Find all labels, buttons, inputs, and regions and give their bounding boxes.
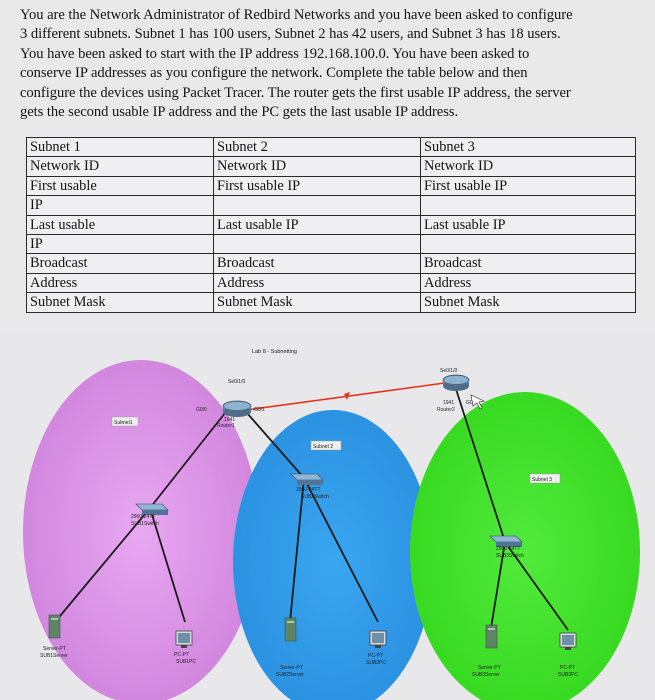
question-line: 3 different subnets. Subnet 1 has 100 us…	[20, 26, 561, 43]
subnet3-switch[interactable]	[489, 535, 523, 547]
question-text: You are the Network Administrator of Red…	[20, 6, 646, 122]
table-cell: Subnet Mask	[213, 292, 421, 313]
subnet2-switch-model: 2960-24TT	[296, 487, 320, 493]
table-cell: Address	[26, 272, 214, 294]
subnet3-server[interactable]	[485, 624, 498, 649]
subnet1-switch-model: 2960-24TT	[131, 514, 155, 520]
table-cell: Subnet 2	[213, 136, 421, 158]
table-cell: Subnet 3	[420, 136, 636, 158]
question-line: conserve IP addresses as you configure t…	[20, 65, 528, 82]
subnet2-server-model: Server-PT	[280, 665, 303, 671]
table-row: Address Address Address	[26, 272, 636, 294]
subnet1-pc[interactable]	[175, 630, 193, 648]
subnet1-switch-name: SUB1Switch	[131, 521, 159, 527]
table-cell: IP	[26, 234, 214, 255]
subnet3-area	[410, 392, 640, 700]
table-cell	[420, 195, 636, 216]
question-line: You have been asked to start with the IP…	[20, 45, 530, 62]
router2[interactable]	[442, 374, 470, 391]
subnet2-pc[interactable]	[369, 630, 387, 648]
table-cell: Network ID	[420, 156, 636, 177]
subnet2-label: Subnet 2	[313, 444, 333, 450]
table-cell: Subnet Mask	[26, 292, 214, 313]
subnet-table: Subnet 1 Subnet 2 Subnet 3 Network ID Ne…	[26, 136, 636, 313]
diagram-title: Lab 8 - Subnetting	[252, 349, 297, 355]
table-cell: Broadcast	[26, 253, 214, 274]
subnet1-server-model: Server-PT	[43, 646, 66, 652]
subnet3-pc[interactable]	[559, 632, 577, 650]
subnet2-server[interactable]	[284, 617, 297, 642]
subnet2-server-name: SUB2Server	[276, 672, 304, 678]
table-cell	[213, 195, 421, 216]
table-cell: Broadcast	[420, 253, 636, 274]
topology-canvas: Lab 8 - Subnetting Se0/1/0 G0/0 1941 Rou…	[23, 349, 640, 700]
subnet1-label: Subnet1	[114, 420, 133, 426]
table-cell	[213, 234, 421, 255]
subnet1-server-name: SUB1Server	[40, 653, 68, 659]
serial-marker	[344, 392, 350, 400]
table-cell: Last usable IP	[420, 214, 636, 236]
mouse-cursor-icon	[470, 394, 485, 410]
subnet1-switch[interactable]	[135, 503, 169, 515]
table-cell: IP	[26, 195, 214, 216]
subnet3-switch-model: 2960-24TT	[496, 546, 520, 552]
table-cell: Address	[420, 272, 636, 294]
subnet1-pc-model: PC-PT	[174, 652, 189, 658]
router1[interactable]	[222, 400, 252, 417]
subnet3-server-name: SUB3Server	[472, 672, 500, 678]
subnet1-server[interactable]	[48, 614, 61, 639]
subnet3-label: Subnet 3	[532, 477, 552, 483]
network-topology: Lab 8 - Subnetting Se0/1/0 G0/0 1941 Rou…	[0, 330, 655, 700]
table-cell: Last usable IP	[213, 214, 421, 236]
subnet2-pc-name: SUB2PC	[366, 660, 386, 666]
table-row: Subnet 1 Subnet 2 Subnet 3	[26, 136, 636, 158]
table-row: Last usable Last usable IP Last usable I…	[26, 214, 636, 236]
table-row: Broadcast Broadcast Broadcast	[26, 253, 636, 274]
table-cell: Network ID	[26, 156, 214, 177]
serial-link	[245, 381, 453, 411]
table-cell: First usable	[26, 175, 214, 197]
table-cell	[420, 234, 636, 255]
router1-port-right-label: G0/1	[254, 407, 265, 413]
subnet1-pc-name: SUB1PC	[176, 659, 196, 665]
table-cell: Address	[213, 272, 421, 294]
table-cell: Broadcast	[213, 253, 421, 274]
router1-model-label: 1941	[224, 417, 235, 423]
subnet3-switch-name: SUB3Switch	[496, 553, 524, 559]
table-row: First usable First usable IP First usabl…	[26, 175, 636, 197]
router1-port-left-label: G0/0	[196, 407, 207, 413]
table-cell: Subnet 1	[26, 136, 214, 158]
question-line: gets the second usable IP address and th…	[20, 104, 459, 121]
router2-port-label: G0/0	[466, 400, 477, 406]
table-cell: Last usable	[26, 214, 214, 236]
subnet3-pc-name: SUB3PC	[558, 672, 578, 678]
ethernet-links	[54, 385, 569, 631]
subnet3-pc-model: PC-PT	[560, 665, 575, 671]
subnet2-switch[interactable]	[290, 473, 324, 485]
router2-serial-label: Se0/1/0	[440, 368, 457, 374]
router1-name-label: Router1	[217, 423, 235, 429]
router1-serial-label: Se0/1/0	[228, 379, 245, 385]
subnet2-pc-model: PC-PT	[368, 653, 383, 659]
table-row: IP	[26, 195, 636, 216]
table-row: Network ID Network ID Network ID	[26, 156, 636, 177]
table-cell: Network ID	[213, 156, 421, 177]
subnet3-server-model: Server-PT	[478, 665, 501, 671]
subnet2-switch-name: SUB2Switch	[301, 494, 329, 500]
question-line: You are the Network Administrator of Red…	[20, 7, 573, 23]
table-row: IP	[26, 234, 636, 255]
subnet2-area	[233, 410, 433, 700]
router2-name-label: Router2	[437, 407, 455, 413]
table-cell: Subnet Mask	[420, 292, 636, 313]
router2-model-label: 1941	[443, 400, 454, 406]
table-cell: First usable IP	[213, 175, 421, 197]
table-cell: First usable IP	[420, 175, 636, 197]
table-row: Subnet Mask Subnet Mask Subnet Mask	[26, 292, 636, 313]
question-line: configure the devices using Packet Trace…	[20, 84, 571, 101]
